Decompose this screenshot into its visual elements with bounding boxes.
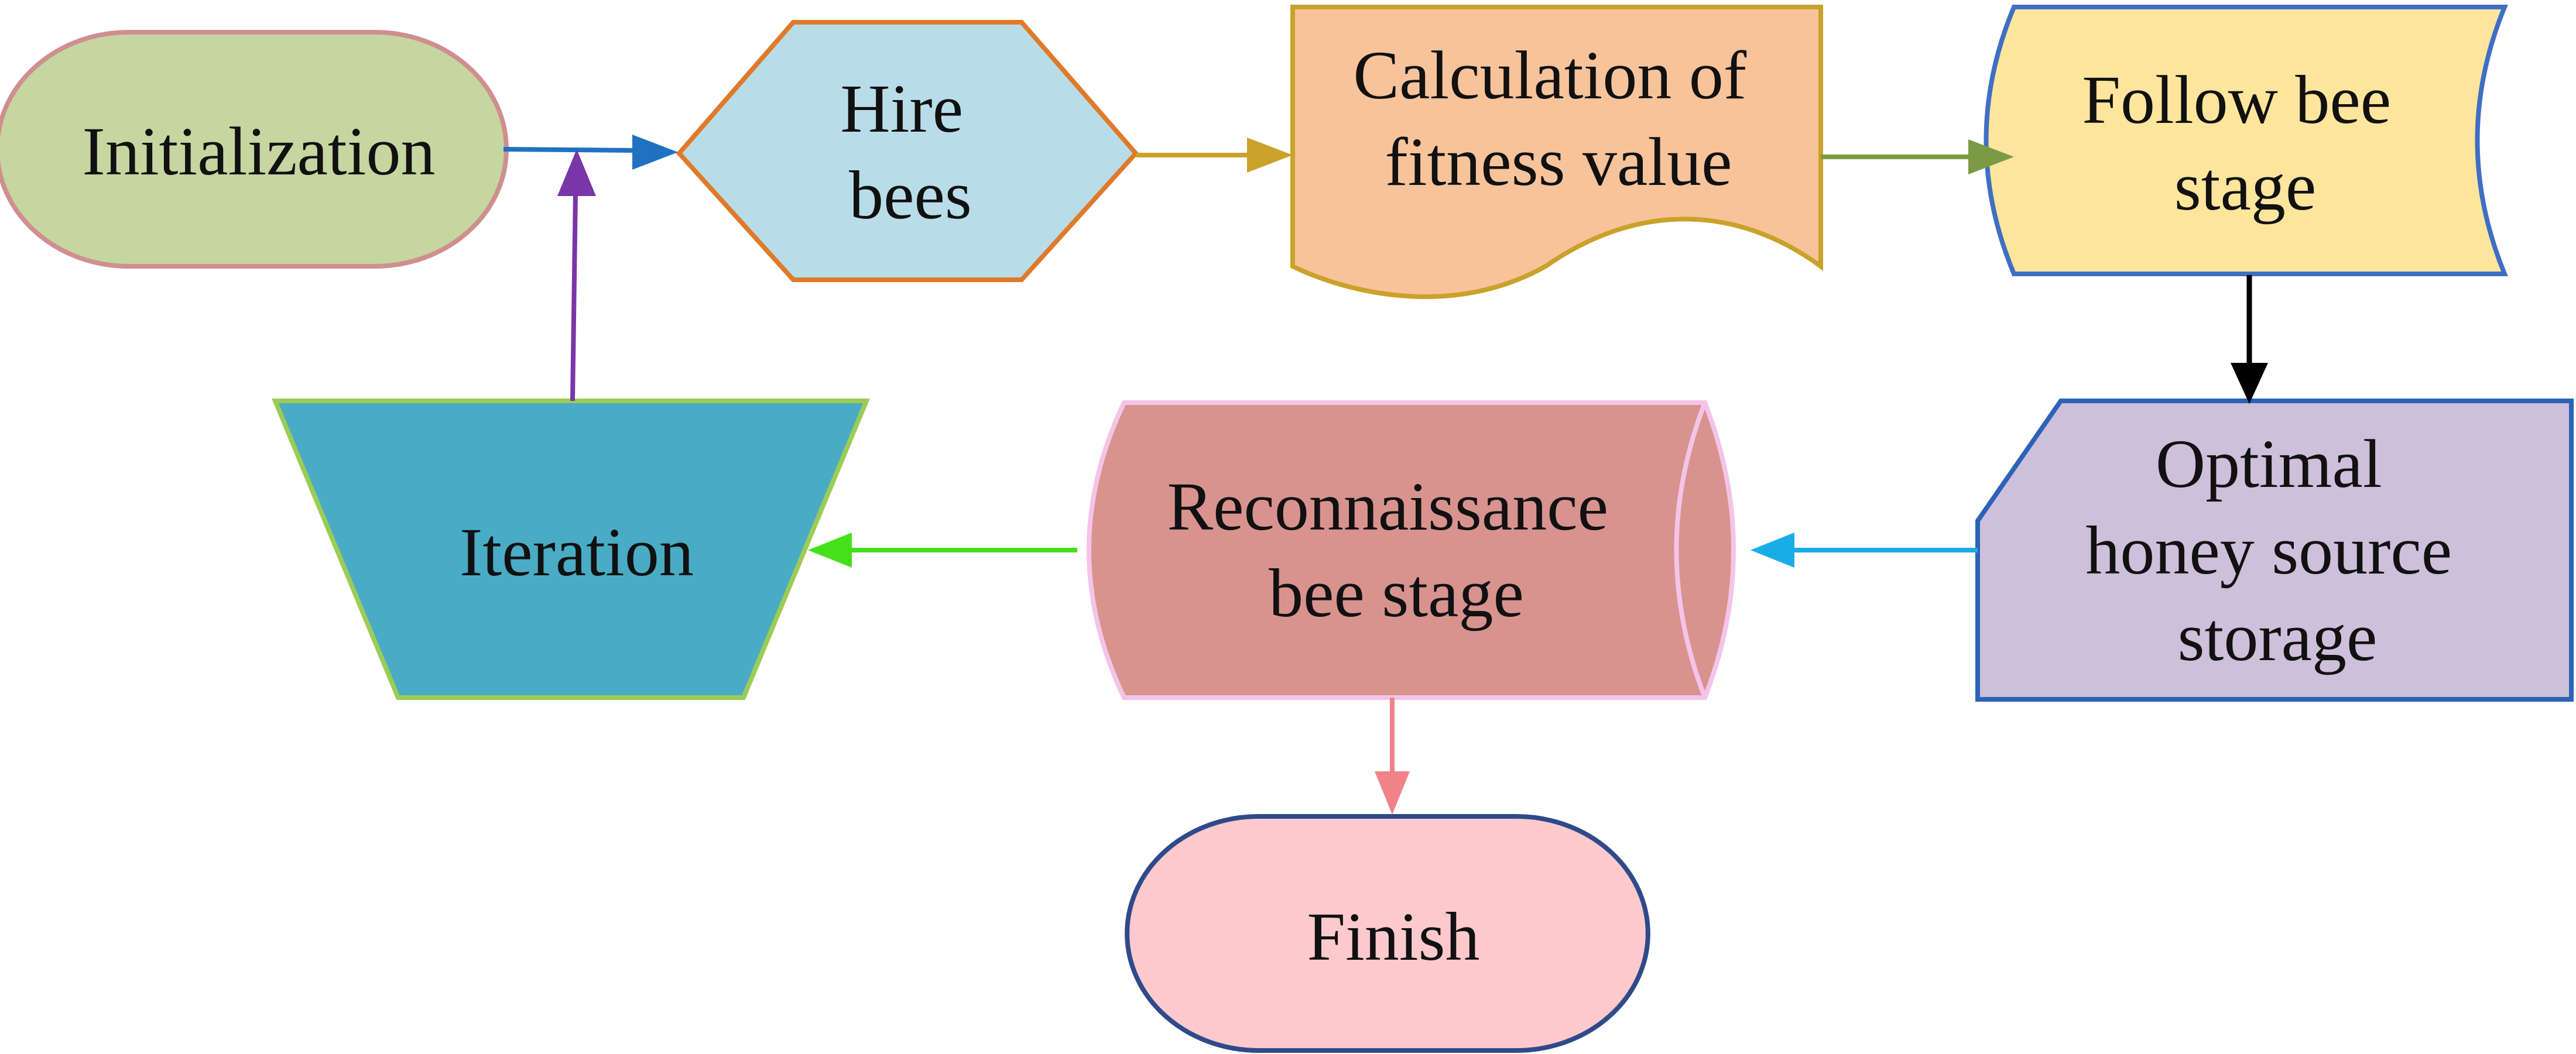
reconnaissance-node-shape [1087, 400, 1736, 700]
initialization-label: Initialization [83, 113, 436, 190]
init-to-hire-arrowhead [632, 135, 678, 170]
hire-bees-node-shape [676, 20, 1139, 282]
reconnaissance-node-curve [1674, 401, 1707, 699]
finish-node-shape [1125, 814, 1650, 1053]
finish-label: Finish [1307, 898, 1479, 975]
hire-to-fitness-arrowhead [1247, 138, 1293, 173]
follow-bee-label: Follow bee stage [2082, 61, 2408, 225]
fitness-label: Calculation of fitness value [1353, 37, 1763, 200]
fitness-to-follow-arrowhead [1968, 139, 2014, 174]
recon-to-finish-arrowhead [1375, 771, 1410, 815]
initialization-node-shape [0, 30, 509, 269]
optimal-storage-label: Optimal honey source storage [2085, 425, 2469, 675]
optimal-to-recon-arrowhead [1751, 533, 1794, 568]
iteration-to-init-connector [570, 193, 578, 401]
optimal-storage-node-shape [1975, 399, 2574, 702]
iteration-label: Iteration [460, 514, 694, 590]
recon-to-iteration-arrowhead [808, 533, 852, 568]
init-to-hire-connector [503, 147, 633, 153]
reconnaissance-label: Reconnaissance bee stage [1167, 468, 1625, 631]
follow-bee-node-shape [1984, 4, 2508, 276]
hire-bees-label: Hire bees [840, 70, 980, 234]
iteration-node-shape [272, 399, 870, 700]
fitness-node-shape [1290, 5, 1823, 299]
iteration-to-init-arrowhead [557, 149, 596, 196]
follow-to-optimal-arrowhead [2231, 363, 2268, 404]
